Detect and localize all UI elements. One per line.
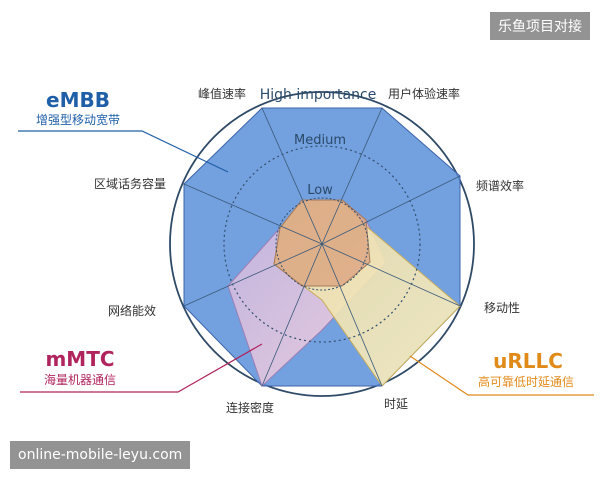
embb-leader [18, 130, 229, 173]
mmtc-title: mMTC [45, 347, 114, 371]
embb-title: eMBB [46, 88, 110, 112]
axis-spectral-efficiency: 频谱效率 [476, 178, 524, 193]
urllc-desc: 高可靠低时延通信 [478, 374, 574, 389]
axis-mobility: 移动性 [484, 301, 520, 315]
axis-energy-efficiency: 网络能效 [108, 303, 156, 318]
axis-user-rate: 用户体验速率 [388, 86, 460, 101]
level-high-label: High importance [260, 87, 377, 103]
level-low-label: Low [307, 183, 333, 198]
axis-peak-rate: 峰值速率 [198, 86, 246, 101]
urllc-title: uRLLC [493, 349, 563, 373]
level-medium-label: Medium [294, 133, 346, 148]
embb-desc: 增强型移动宽带 [36, 112, 120, 127]
axis-traffic-capacity: 区域话务容量 [94, 176, 166, 191]
watermark-bottom: online-mobile-leyu.com [10, 441, 191, 469]
low-area [273, 199, 371, 287]
mmtc-leader [20, 343, 263, 393]
axis-latency: 时延 [384, 397, 408, 411]
axis-connection-density: 连接密度 [226, 400, 274, 415]
urllc-leader [409, 355, 594, 396]
mmtc-desc: 海量机器通信 [44, 372, 116, 387]
watermark-top: 乐鱼项目对接 [490, 12, 590, 40]
spokes [183, 107, 461, 387]
low-ring [275, 197, 369, 291]
medium-ring [223, 145, 421, 343]
high-ring [169, 91, 475, 397]
